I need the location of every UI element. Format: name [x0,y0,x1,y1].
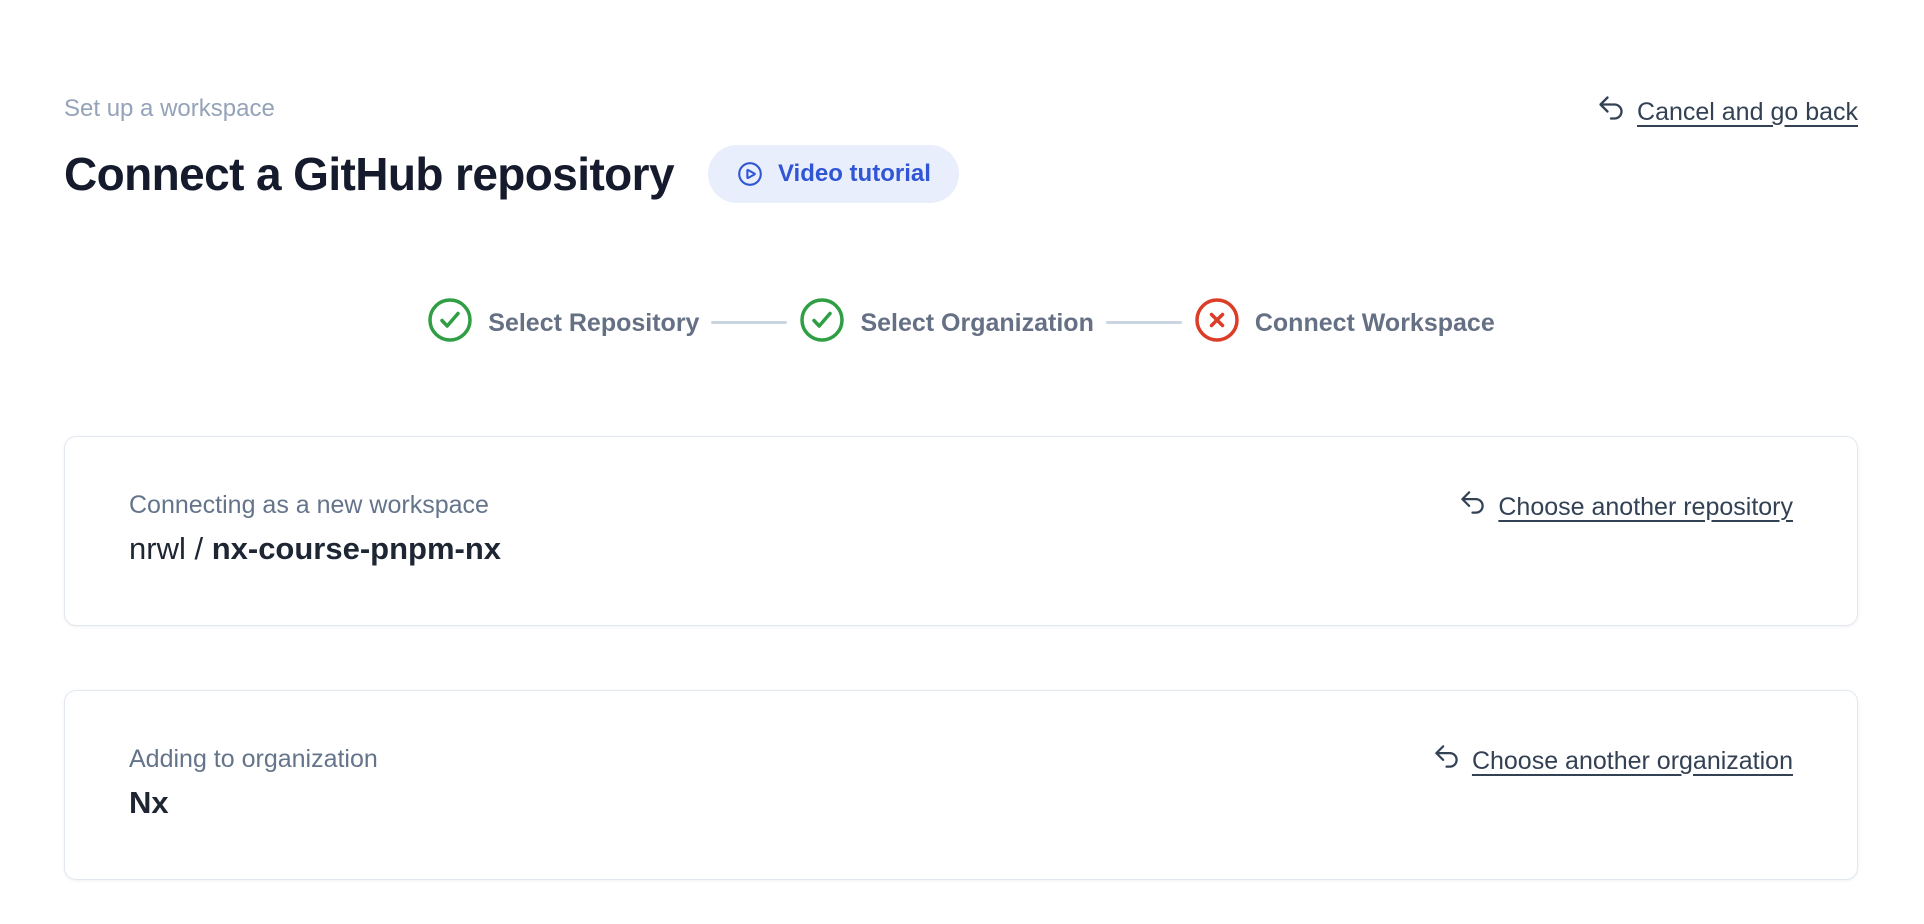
play-circle-icon [736,160,764,188]
organization-card: Adding to organization Nx Choose another… [64,690,1858,880]
step-select-organization: Select Organization [799,297,1094,348]
choose-another-organization-label: Choose another organization [1471,746,1793,775]
repository-card: Connecting as a new workspace nrwl / nx-… [64,436,1858,626]
step-connector [711,321,788,324]
cancel-link-label: Cancel and go back [1637,97,1858,126]
organization-title: Nx [129,785,169,820]
step-connect-workspace: Connect Workspace [1194,297,1495,348]
undo-arrow-icon [1459,489,1486,524]
organization-card-info: Adding to organization Nx [129,743,378,823]
check-circle-icon [427,297,473,348]
check-circle-icon [799,297,845,348]
setup-stepper: Select Repository Select Organization Co… [64,297,1858,348]
step-label: Connect Workspace [1254,308,1495,337]
repository-owner: nrwl / [129,531,212,566]
organization-name: Nx [129,783,378,823]
undo-arrow-icon [1433,743,1460,778]
page-title: Connect a GitHub repository [64,148,675,200]
undo-arrow-icon [1597,94,1625,129]
repository-title: nx-course-pnpm-nx [211,531,502,566]
x-circle-icon [1194,297,1240,348]
cancel-and-go-back-link[interactable]: Cancel and go back [1597,94,1858,129]
choose-another-repository-label: Choose another repository [1498,492,1793,521]
video-tutorial-label: Video tutorial [777,160,931,187]
header: Set up a workspace Cancel and go back [64,94,1858,129]
choose-another-organization-link[interactable]: Choose another organization [1433,743,1793,778]
setup-workspace-page: Set up a workspace Cancel and go back Co… [0,94,1924,880]
repository-name: nrwl / nx-course-pnpm-nx [129,529,501,569]
step-label: Select Repository [488,308,700,337]
title-row: Connect a GitHub repository Video tutori… [64,145,1858,203]
choose-another-repository-link[interactable]: Choose another repository [1459,489,1793,524]
step-select-repository: Select Repository [427,297,699,348]
step-connector [1105,321,1182,324]
repository-card-info: Connecting as a new workspace nrwl / nx-… [129,489,501,569]
step-label: Select Organization [860,308,1094,337]
eyebrow-label: Set up a workspace [64,95,275,122]
repository-card-label: Connecting as a new workspace [129,491,489,519]
video-tutorial-button[interactable]: Video tutorial [707,145,959,203]
organization-card-label: Adding to organization [129,745,378,773]
